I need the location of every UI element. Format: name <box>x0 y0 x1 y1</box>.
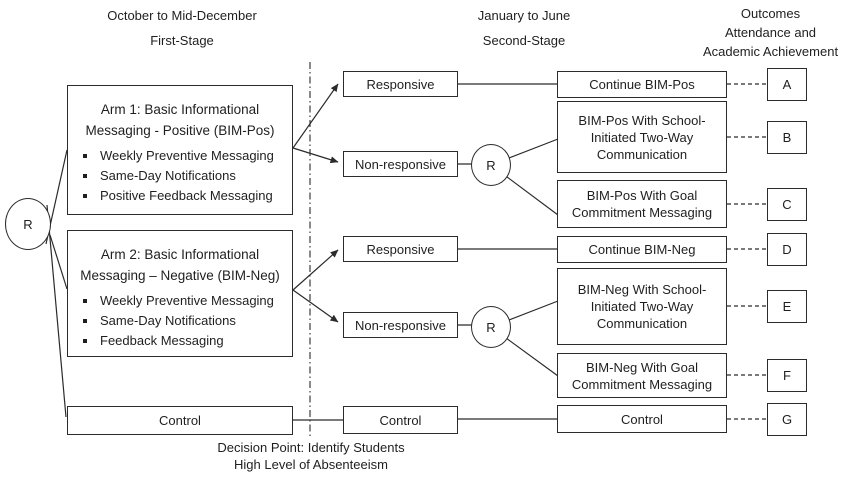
outcome-letter: B <box>782 130 792 145</box>
arm1-responsive-box: Responsive <box>343 71 458 97</box>
bim-pos-school-label: BIM-Pos With School- Initiated Two-Way C… <box>578 112 706 162</box>
responsive-label: Responsive <box>366 241 435 257</box>
outcome-box-a: A <box>767 68 807 101</box>
list-item: Same-Day Notifications <box>68 168 292 183</box>
control-stage1-box: Control <box>67 406 293 435</box>
nonresponsive-label: Non-responsive <box>354 317 447 333</box>
bullet-marker <box>83 339 87 343</box>
arm1-title: Arm 1: Basic Informational Messaging - P… <box>85 102 275 138</box>
control-label: Control <box>379 412 422 428</box>
bullet-marker <box>83 174 87 178</box>
outcome-box-g: G <box>767 403 807 436</box>
decision-point-note: Decision Point: Identify Students High L… <box>217 440 405 472</box>
stage1-stage-label: First-Stage <box>150 33 214 48</box>
outcomes-title-label: Outcomes <box>740 6 801 21</box>
arrow-line <box>292 289 339 323</box>
bullet-marker <box>83 194 87 198</box>
bullet-label: Same-Day Notifications <box>100 313 236 328</box>
bullet-label: Feedback Messaging <box>100 333 224 348</box>
outcome-box-c: C <box>767 188 807 221</box>
continue-bim-neg-label: Continue BIM-Neg <box>588 242 696 257</box>
bullet-marker <box>83 154 87 158</box>
arm2-title: Arm 2: Basic Informational Messaging – N… <box>80 247 280 283</box>
outcome-letter: D <box>782 242 792 257</box>
arm1-box: Arm 1: Basic Informational Messaging - P… <box>67 85 293 215</box>
arm2-nonresponsive-box: Non-responsive <box>343 312 458 338</box>
stage1-header: October to Mid-December First-Stage <box>52 3 312 53</box>
bim-neg-goal-label: BIM-Neg With Goal Commitment Messaging <box>571 359 713 392</box>
outcome-letter: E <box>782 299 792 314</box>
bim-neg-school-label: BIM-Neg With School- Initiated Two-Way C… <box>577 282 707 331</box>
bim-pos-goal-box: BIM-Pos With Goal Commitment Messaging <box>557 180 727 228</box>
list-item: Positive Feedback Messaging <box>68 188 292 203</box>
outcome-letter: G <box>781 412 793 427</box>
bullet-label: Weekly Preventive Messaging <box>100 148 274 163</box>
arm2-box: Arm 2: Basic Informational Messaging – N… <box>67 230 293 357</box>
randomizer-label: R <box>486 319 496 335</box>
continue-bim-pos-label: Continue BIM-Pos <box>589 77 695 92</box>
list-item: Feedback Messaging <box>68 333 292 348</box>
outcome-dashed-connectors <box>727 83 766 420</box>
continue-bim-neg-box: Continue BIM-Neg <box>557 236 727 263</box>
arrow-line <box>292 249 339 291</box>
stage1-period-label: October to Mid-December <box>107 8 257 23</box>
bim-pos-school-box: BIM-Pos With School- Initiated Two-Way C… <box>557 101 727 173</box>
stage2-pos-randomizer-circle: R <box>471 144 511 186</box>
randomizer-label: R <box>486 157 496 173</box>
bullet-label: Positive Feedback Messaging <box>100 188 273 203</box>
outcome-letter: C <box>782 197 792 212</box>
control-label: Control <box>621 411 663 427</box>
outcome-box-d: D <box>767 233 807 266</box>
stage2-header: January to June Second-Stage <box>414 3 634 53</box>
outcome-letter: F <box>783 368 791 383</box>
outcome-box-b: B <box>767 121 807 154</box>
bullet-label: Weekly Preventive Messaging <box>100 293 274 308</box>
responsive-label: Responsive <box>366 76 435 92</box>
control-label: Control <box>159 413 201 428</box>
bullet-label: Same-Day Notifications <box>100 168 236 183</box>
bullet-marker <box>83 319 87 323</box>
bim-neg-school-box: BIM-Neg With School- Initiated Two-Way C… <box>557 268 727 345</box>
continue-bim-pos-box: Continue BIM-Pos <box>557 71 727 98</box>
stage2-period-label: January to June <box>477 8 571 23</box>
outcome-box-e: E <box>767 290 807 323</box>
arm2-responsive-box: Responsive <box>343 236 458 262</box>
stage1-randomizer-circle: R <box>5 198 51 250</box>
control-final-box: Control <box>557 405 727 433</box>
list-item: Same-Day Notifications <box>68 313 292 328</box>
arm1-nonresponsive-box: Non-responsive <box>343 151 458 177</box>
arrow-line <box>292 147 339 164</box>
response-arrows <box>292 83 339 323</box>
list-item: Weekly Preventive Messaging <box>68 148 292 163</box>
connector-line <box>46 204 67 418</box>
arrow-line <box>292 83 339 149</box>
stage2-stage-label: Second-Stage <box>482 33 566 48</box>
outcomes-subtitle-label: Attendance and Academic Achievement <box>702 25 839 59</box>
bullet-marker <box>83 299 87 303</box>
outcomes-header: Outcomes Attendance and Academic Achieve… <box>688 4 849 61</box>
connector-line <box>49 234 68 290</box>
bim-pos-goal-label: BIM-Pos With Goal Commitment Messaging <box>571 188 713 220</box>
outcome-box-f: F <box>767 359 807 392</box>
nonresponsive-label: Non-responsive <box>354 156 447 172</box>
stage2-neg-randomizer-circle: R <box>471 306 511 348</box>
arm1-bullet-list: Weekly Preventive Messaging Same-Day Not… <box>68 148 292 203</box>
outcome-letter: A <box>782 77 792 92</box>
control-stage2-box: Control <box>343 406 458 434</box>
arm2-bullet-list: Weekly Preventive Messaging Same-Day Not… <box>68 293 292 348</box>
bim-neg-goal-box: BIM-Neg With Goal Commitment Messaging <box>557 353 727 398</box>
stage1-randomizer-lines <box>45 149 68 418</box>
list-item: Weekly Preventive Messaging <box>68 293 292 308</box>
randomizer-label: R <box>23 216 33 232</box>
